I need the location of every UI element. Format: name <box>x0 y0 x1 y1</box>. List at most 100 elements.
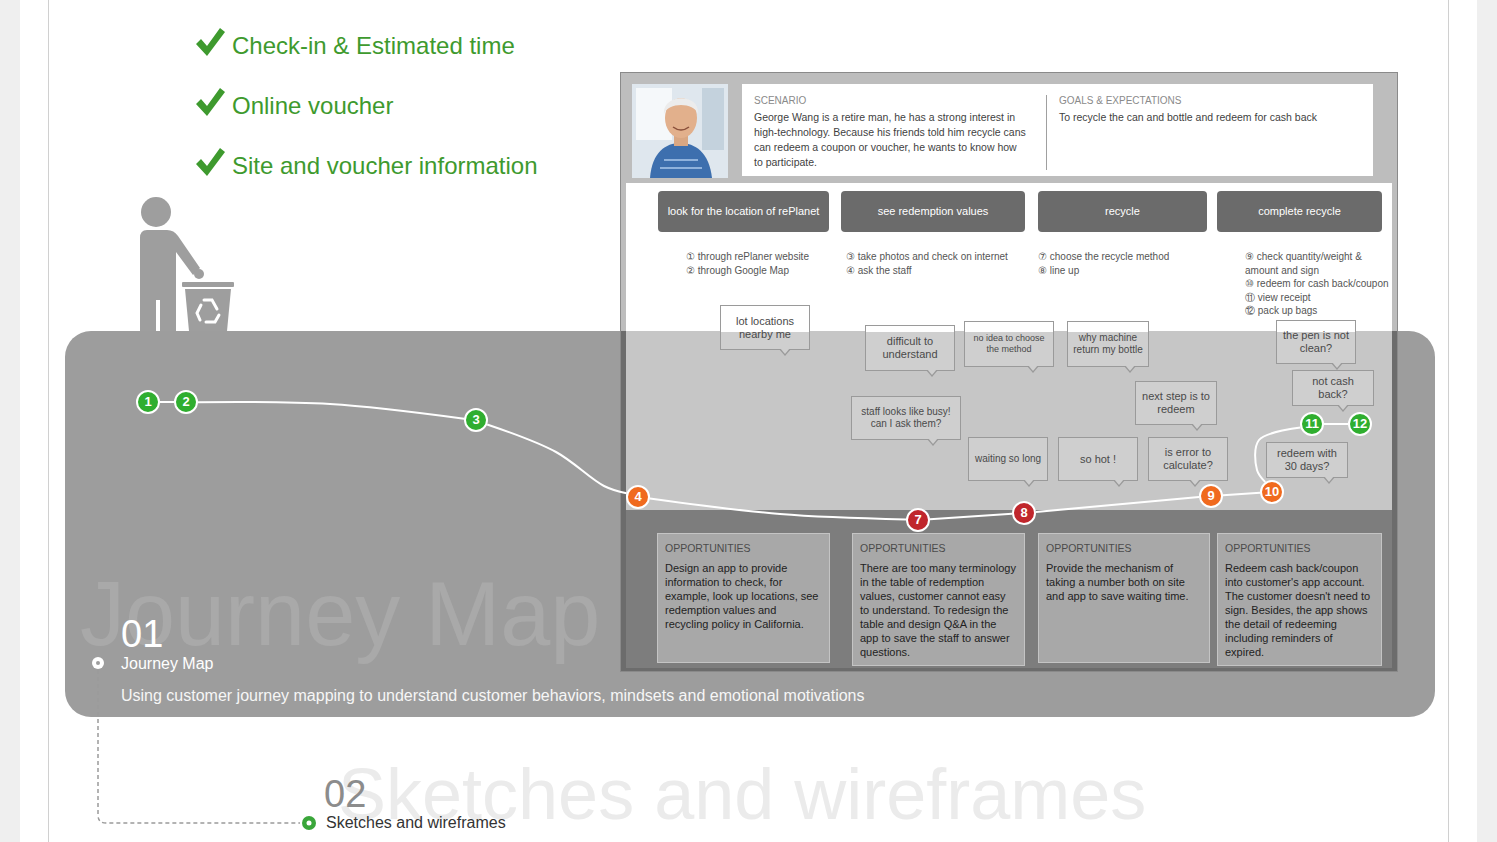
opportunity-box: OPPORTUNITIES Design an app to provide in… <box>657 533 830 663</box>
step-circle: 12 <box>1348 412 1372 436</box>
stage-label: see redemption values <box>878 205 989 218</box>
step-circle: 2 <box>174 390 198 414</box>
opportunity-text: Redeem cash back/coupon into customer's … <box>1225 561 1374 659</box>
opportunity-box: OPPORTUNITIES Redeem cash back/coupon int… <box>1217 533 1382 666</box>
step-number: 8 <box>1020 506 1027 520</box>
label-slot: ⑦ choose the recycle method⑧ line up <box>1038 250 1169 277</box>
step-circle: 10 <box>1260 480 1284 504</box>
section-title: Sketches and wireframes <box>326 813 506 833</box>
opportunity-strip <box>626 510 1392 668</box>
opportunity-text: Provide the mechanism of taking a number… <box>1046 561 1202 603</box>
opportunity-heading: OPPORTUNITIES <box>1225 542 1374 555</box>
check-icon <box>196 28 225 56</box>
step-item: ⑫ pack up bags <box>1245 304 1389 318</box>
journey-line <box>198 402 464 419</box>
speech-bubble: lot locations nearby me <box>720 305 810 350</box>
page-panel <box>20 0 1477 842</box>
stage-box: recycle <box>1038 191 1207 232</box>
scenario-column: SCENARIO George Wang is a retire man, he … <box>754 95 1047 170</box>
page-rule <box>48 0 49 842</box>
journey-line <box>930 514 1012 519</box>
label-slot: Sketches and wireframes <box>326 813 506 833</box>
scenario-panel: SCENARIO George Wang is a retire man, he … <box>742 84 1373 176</box>
step-item: ⑪ view receipt <box>1245 291 1389 305</box>
scenario-column: GOALS & EXPECTATIONSTo recycle the can a… <box>1047 95 1359 125</box>
opportunity-text: There are too many terminology in the ta… <box>860 561 1017 659</box>
step-number: 12 <box>1353 417 1367 431</box>
step-number: 3 <box>472 413 479 427</box>
opportunity-heading: OPPORTUNITIES <box>1046 542 1202 555</box>
recycle-symbol <box>197 300 219 322</box>
bubble-text: the pen is not clean? <box>1281 329 1351 355</box>
goals-heading: GOALS & EXPECTATIONS <box>1059 95 1359 107</box>
bin-body <box>185 289 231 331</box>
person-leg <box>140 298 156 331</box>
photo-shirt <box>650 143 712 178</box>
speech-bubble: waiting so long <box>968 437 1048 481</box>
persona-photo <box>632 84 728 178</box>
section-title: Journey Map <box>121 654 214 674</box>
stage-box: look for the location of rePlanet <box>658 191 829 232</box>
stage-label: look for the location of rePlanet <box>668 205 820 218</box>
person-head <box>141 197 171 227</box>
opportunity-text: Design an app to provide information to … <box>665 561 822 631</box>
person-item <box>194 269 204 279</box>
bubble-text: no idea to choose the method <box>969 333 1049 354</box>
bubble-text: redeem with 30 days? <box>1271 447 1343 473</box>
label-slot: 02 <box>324 774 366 814</box>
checklist-item: Check-in & Estimated time <box>232 32 515 60</box>
opportunity-box: OPPORTUNITIES Provide the mechanism of ta… <box>1038 533 1210 663</box>
timeline-dot-center <box>96 661 100 665</box>
step-item: ⑩ redeem for cash back/coupon <box>1245 277 1389 291</box>
step-circle: 3 <box>464 408 488 432</box>
check-icons <box>196 28 225 176</box>
checklist-item: Online voucher <box>232 92 393 120</box>
photo-smile <box>673 127 689 130</box>
journey-line <box>487 424 626 493</box>
section-number: 02 <box>324 774 366 814</box>
step-circle: 11 <box>1300 412 1324 436</box>
step-item: ③ take photos and check on internet <box>846 250 1008 264</box>
speech-bubble: why machine return my bottle <box>1067 321 1149 367</box>
label-slot: Site and voucher information <box>232 152 538 180</box>
scenario-text: George Wang is a retire man, he has a st… <box>754 110 1028 170</box>
panel-border <box>621 73 1398 672</box>
step-circle: 8 <box>1012 501 1036 525</box>
stage-label: recycle <box>1105 205 1140 218</box>
step-number: 7 <box>914 513 921 527</box>
check-icon <box>196 148 225 176</box>
journey-line <box>1036 497 1199 512</box>
opportunity-heading: OPPORTUNITIES <box>665 542 822 555</box>
speech-bubble: redeem with 30 days? <box>1266 442 1348 478</box>
page-rule <box>1448 0 1449 842</box>
section-description: Using customer journey mapping to unders… <box>121 686 865 706</box>
timeline-dashes <box>98 670 300 823</box>
journey-line <box>1223 493 1260 495</box>
step-number: 2 <box>182 395 189 409</box>
journey-line <box>650 498 906 519</box>
recycling-person-icon <box>140 197 234 331</box>
photo-hair <box>664 98 698 114</box>
person-leg <box>160 298 176 331</box>
section-timeline <box>92 657 316 830</box>
bubble-text: difficult to understand <box>870 335 950 361</box>
scenario-heading: SCENARIO <box>754 95 1028 107</box>
step-circle: 7 <box>906 508 930 532</box>
speech-bubble: the pen is not clean? <box>1276 320 1356 364</box>
step-number: 11 <box>1305 417 1319 431</box>
bin-lid <box>182 282 234 287</box>
speech-bubble: next step is to redeem <box>1135 381 1217 425</box>
bubble-text: lot locations nearby me <box>725 315 805 341</box>
step-item: ⑧ line up <box>1038 264 1169 278</box>
panel-top <box>620 72 1398 331</box>
timeline-dot <box>302 816 316 830</box>
opportunity-heading: OPPORTUNITIES <box>860 542 1017 555</box>
panel-bottom <box>620 331 1398 672</box>
label-slot: Check-in & Estimated time <box>232 32 515 60</box>
step-item: ④ ask the staff <box>846 264 1008 278</box>
step-item: ⑦ choose the recycle method <box>1038 250 1169 264</box>
bubble-text: waiting so long <box>975 453 1041 465</box>
speech-bubble: difficult to understand <box>865 325 955 371</box>
bubble-text: staff looks like busy! can I ask them? <box>856 406 956 430</box>
speech-bubble: not cash back? <box>1292 370 1374 406</box>
